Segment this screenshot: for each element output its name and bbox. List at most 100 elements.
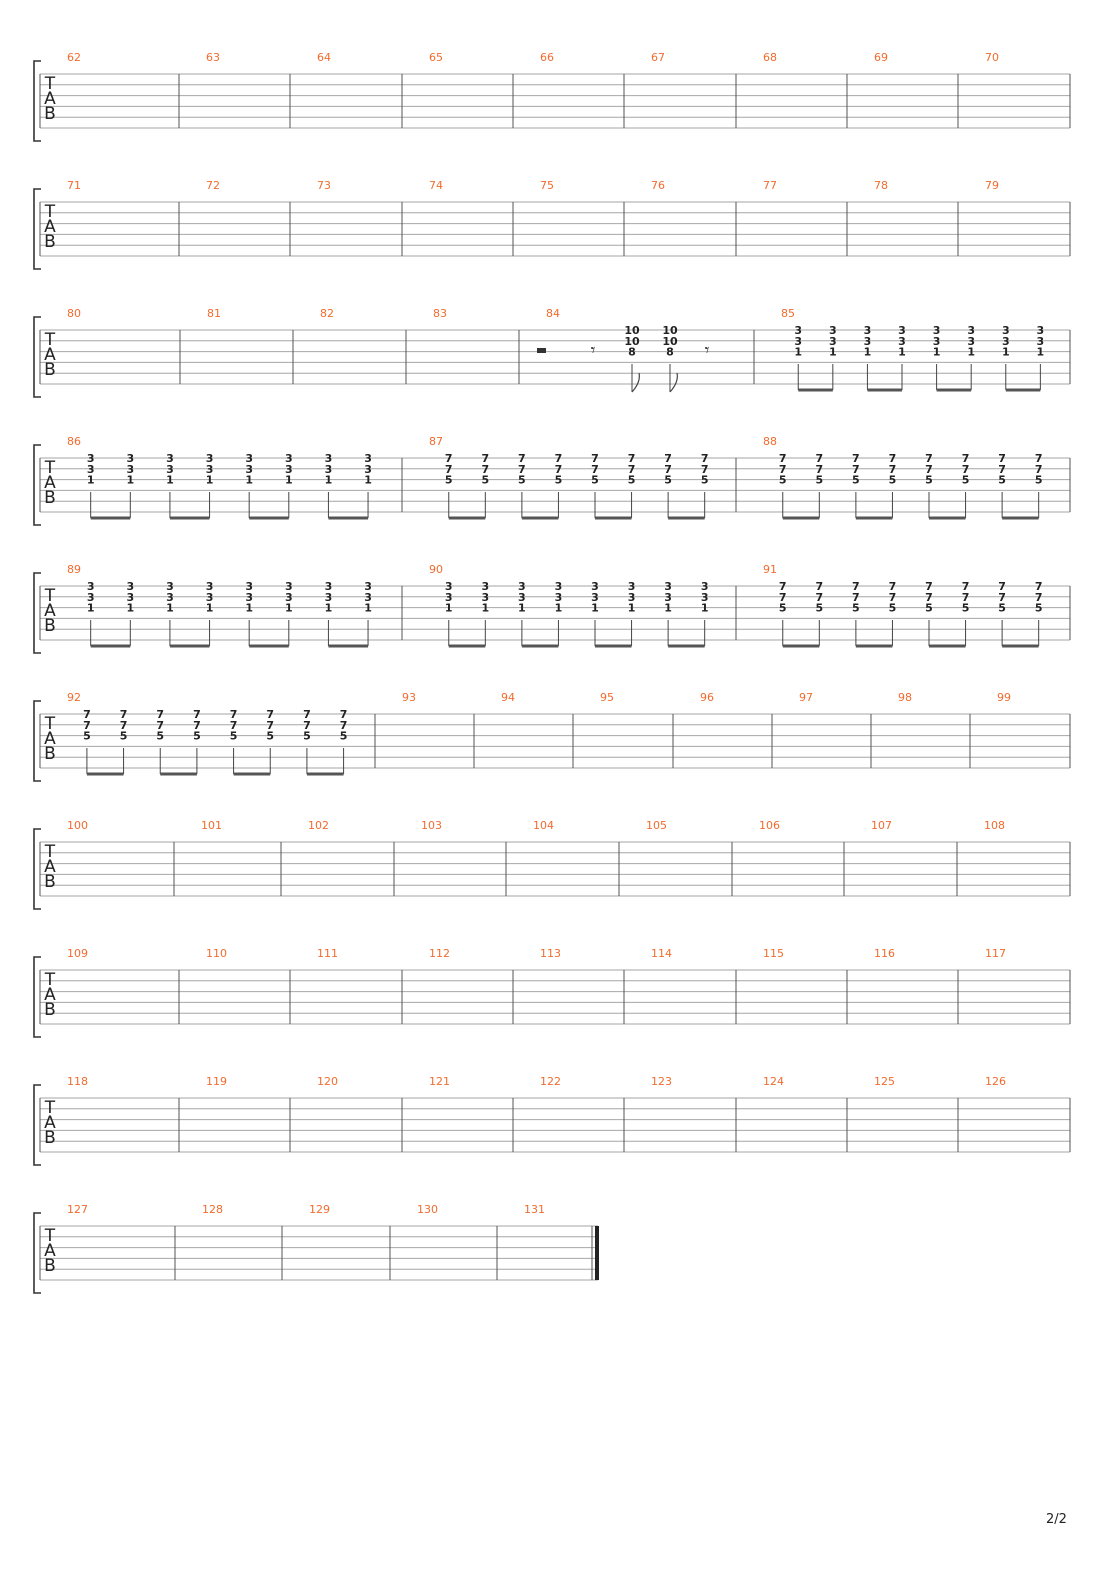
tab-chord: 775	[1035, 452, 1043, 487]
fret-number: 1	[481, 602, 489, 615]
measure-number: 119	[206, 1075, 227, 1088]
fret-number: 1	[628, 602, 636, 615]
tab-chord: 775	[889, 580, 897, 615]
fret-number: 3	[285, 463, 293, 476]
measure-number: 71	[67, 179, 81, 192]
fret-number: 7	[1035, 580, 1043, 593]
fret-number: 3	[518, 591, 526, 604]
fret-number: 1	[206, 602, 214, 615]
fret-number: 7	[962, 591, 970, 604]
tab-chord: 775	[998, 452, 1006, 487]
tab-chord: 331	[518, 580, 526, 615]
fret-number: 3	[829, 324, 837, 337]
measure-number: 73	[317, 179, 331, 192]
system-bracket	[33, 444, 41, 526]
fret-number: 5	[925, 474, 933, 487]
fret-number: 7	[340, 708, 348, 721]
tab-chord: 331	[967, 324, 975, 359]
measure-number: 98	[898, 691, 912, 704]
note-beam	[169, 516, 210, 520]
tab-chord: 775	[156, 708, 164, 743]
measure-number: 86	[67, 435, 81, 448]
measure-number: 84	[546, 307, 560, 320]
fret-number: 3	[555, 591, 563, 604]
tab-chord: 775	[303, 708, 311, 743]
fret-number: 3	[1037, 324, 1045, 337]
fret-number: 5	[701, 474, 709, 487]
fret-number: 7	[555, 463, 563, 476]
fret-number: 1	[87, 602, 95, 615]
fret-number: 1	[701, 602, 709, 615]
fret-number: 3	[245, 452, 253, 465]
fret-number: 5	[156, 730, 164, 743]
note-beam	[306, 772, 344, 776]
fret-number: 3	[794, 324, 802, 337]
fret-number: 3	[245, 591, 253, 604]
fret-number: 7	[156, 708, 164, 721]
tab-chord: 775	[815, 452, 823, 487]
fret-number: 3	[701, 580, 709, 593]
fret-number: 7	[998, 463, 1006, 476]
measure-number: 76	[651, 179, 665, 192]
fret-number: 7	[925, 591, 933, 604]
measure-number: 121	[429, 1075, 450, 1088]
tab-clef-letter: T	[44, 74, 56, 94]
tab-chord: 331	[325, 452, 333, 487]
tab-chord: 775	[193, 708, 201, 743]
note-beam	[86, 772, 124, 776]
fret-number: 5	[83, 730, 91, 743]
measure-number: 75	[540, 179, 554, 192]
measure-number: 114	[651, 947, 672, 960]
fret-number: 7	[628, 463, 636, 476]
tab-chord: 331	[898, 324, 906, 359]
note-beam	[668, 644, 705, 648]
fret-number: 10	[662, 324, 678, 337]
fret-number: 3	[87, 463, 95, 476]
note-beam	[782, 516, 820, 520]
measure-number: 130	[417, 1203, 438, 1216]
tab-clef-letter: A	[44, 89, 56, 109]
tab-chord: 331	[126, 580, 134, 615]
fret-number: 1	[245, 602, 253, 615]
measure-number: 62	[67, 51, 81, 64]
fret-number: 1	[518, 602, 526, 615]
tab-clef-letter: B	[44, 232, 56, 252]
fret-number: 3	[364, 452, 372, 465]
fret-number: 1	[933, 346, 941, 359]
tab-chord: 331	[325, 580, 333, 615]
fret-number: 5	[889, 474, 897, 487]
fret-number: 5	[779, 602, 787, 615]
fret-number: 5	[664, 474, 672, 487]
measure-number: 128	[202, 1203, 223, 1216]
fret-number: 7	[779, 452, 787, 465]
fret-number: 7	[852, 591, 860, 604]
measure-number: 110	[206, 947, 227, 960]
tab-chord: 331	[245, 452, 253, 487]
measure-number: 116	[874, 947, 895, 960]
measure-number: 66	[540, 51, 554, 64]
fret-number: 5	[340, 730, 348, 743]
fret-number: 7	[120, 708, 128, 721]
system-bracket	[33, 60, 41, 142]
fret-number: 5	[518, 474, 526, 487]
fret-number: 7	[889, 591, 897, 604]
measure-number: 89	[67, 563, 81, 576]
fret-number: 5	[852, 602, 860, 615]
eighth-rest: 𝄾	[705, 340, 710, 361]
fret-number: 7	[518, 452, 526, 465]
fret-number: 7	[518, 463, 526, 476]
fret-number: 5	[555, 474, 563, 487]
fret-number: 7	[852, 452, 860, 465]
tab-clef-letter: T	[44, 842, 56, 862]
measure-number: 113	[540, 947, 561, 960]
fret-number: 3	[364, 580, 372, 593]
fret-number: 7	[230, 719, 238, 732]
tab-clef-letter: A	[44, 601, 56, 621]
fret-number: 3	[166, 463, 174, 476]
tab-clef-letter: T	[44, 202, 56, 222]
note-beam	[668, 516, 705, 520]
fret-number: 7	[591, 463, 599, 476]
tab-chord: 331	[87, 580, 95, 615]
